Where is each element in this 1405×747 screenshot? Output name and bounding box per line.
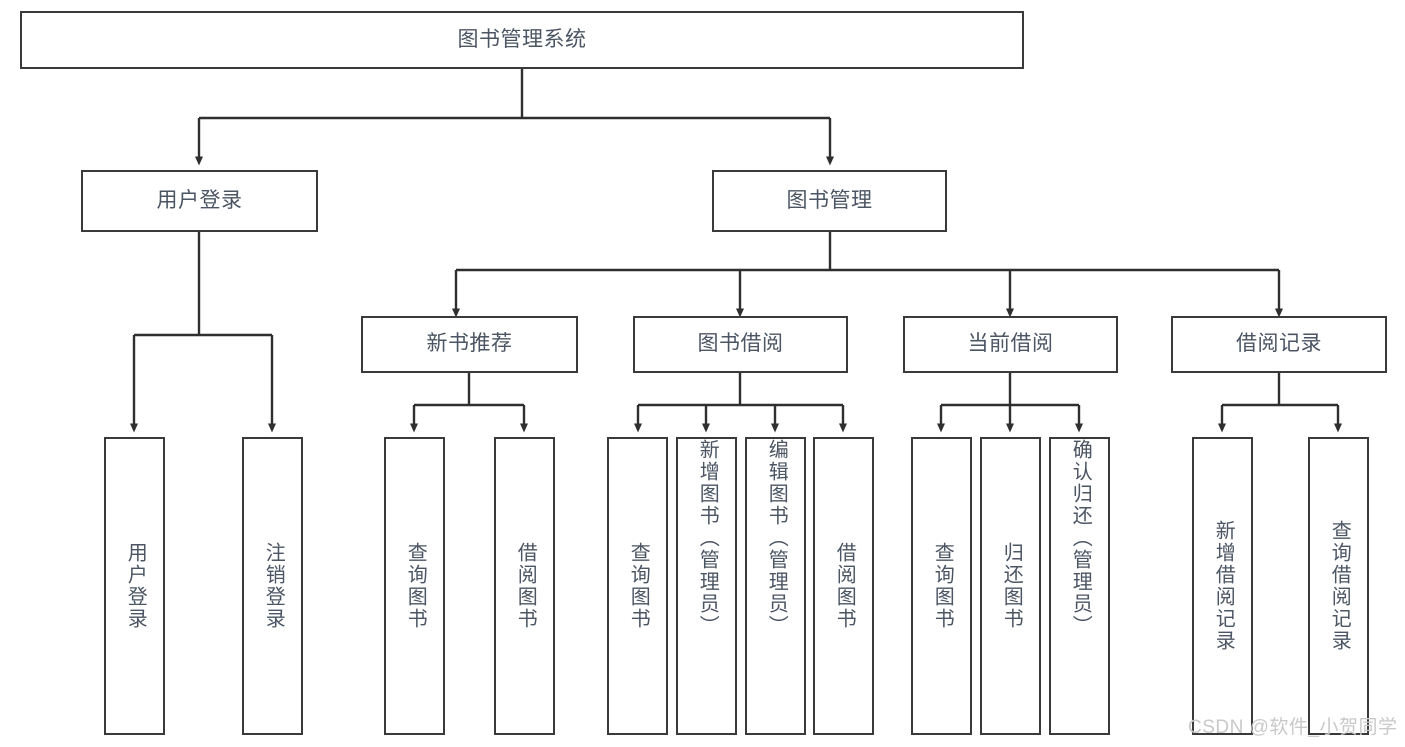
node-current-borrow[interactable]: 当前借阅 — [903, 316, 1118, 373]
leaf-query-borrow-record-label: 查询借阅记录 — [1328, 520, 1351, 652]
leaf-add-book-admin[interactable]: 新增图书（管理员） — [676, 437, 737, 735]
leaf-borrow-book-recommend-label: 借阅图书 — [514, 542, 537, 630]
node-book-borrow-label: 图书借阅 — [697, 332, 784, 356]
leaf-logout[interactable]: 注销登录 — [242, 437, 303, 735]
leaf-add-borrow-record-label: 新增借阅记录 — [1212, 520, 1235, 652]
leaf-confirm-return-admin-label: 确认归还（管理员） — [1069, 439, 1092, 637]
leaf-query-book-borrow[interactable]: 查询图书 — [607, 437, 668, 735]
node-book-management[interactable]: 图书管理 — [712, 170, 947, 232]
leaf-confirm-return-admin[interactable]: 确认归还（管理员） — [1049, 437, 1110, 735]
node-borrow-record[interactable]: 借阅记录 — [1171, 316, 1387, 373]
node-new-book-recommend-label: 新书推荐 — [426, 332, 513, 356]
node-new-book-recommend[interactable]: 新书推荐 — [361, 316, 578, 373]
leaf-query-book-recommend[interactable]: 查询图书 — [384, 437, 445, 735]
leaf-borrow-book[interactable]: 借阅图书 — [813, 437, 874, 735]
leaf-query-book-current-label: 查询图书 — [931, 542, 954, 630]
leaf-edit-book-admin[interactable]: 编辑图书（管理员） — [745, 437, 806, 735]
leaf-add-book-admin-label: 新增图书（管理员） — [696, 439, 719, 637]
leaf-query-borrow-record[interactable]: 查询借阅记录 — [1308, 437, 1369, 735]
node-root[interactable]: 图书管理系统 — [20, 11, 1024, 69]
leaf-return-book-label: 归还图书 — [1000, 542, 1023, 630]
leaf-logout-label: 注销登录 — [262, 542, 285, 630]
node-book-management-label: 图书管理 — [786, 188, 873, 212]
node-current-borrow-label: 当前借阅 — [967, 332, 1054, 356]
node-book-borrow[interactable]: 图书借阅 — [633, 316, 848, 373]
leaf-return-book[interactable]: 归还图书 — [980, 437, 1041, 735]
leaf-user-login-label: 用户登录 — [124, 542, 147, 630]
node-user-login-label: 用户登录 — [156, 188, 243, 212]
leaf-query-book-current[interactable]: 查询图书 — [911, 437, 972, 735]
node-user-login[interactable]: 用户登录 — [81, 170, 318, 232]
leaf-query-book-recommend-label: 查询图书 — [404, 542, 427, 630]
node-root-label: 图书管理系统 — [457, 27, 587, 51]
leaf-edit-book-admin-label: 编辑图书（管理员） — [765, 439, 788, 637]
leaf-add-borrow-record[interactable]: 新增借阅记录 — [1192, 437, 1253, 735]
leaf-borrow-book-recommend[interactable]: 借阅图书 — [494, 437, 555, 735]
node-borrow-record-label: 借阅记录 — [1236, 332, 1322, 356]
leaf-user-login[interactable]: 用户登录 — [104, 437, 165, 735]
leaf-query-book-borrow-label: 查询图书 — [627, 542, 650, 630]
leaf-borrow-book-label: 借阅图书 — [833, 542, 856, 630]
